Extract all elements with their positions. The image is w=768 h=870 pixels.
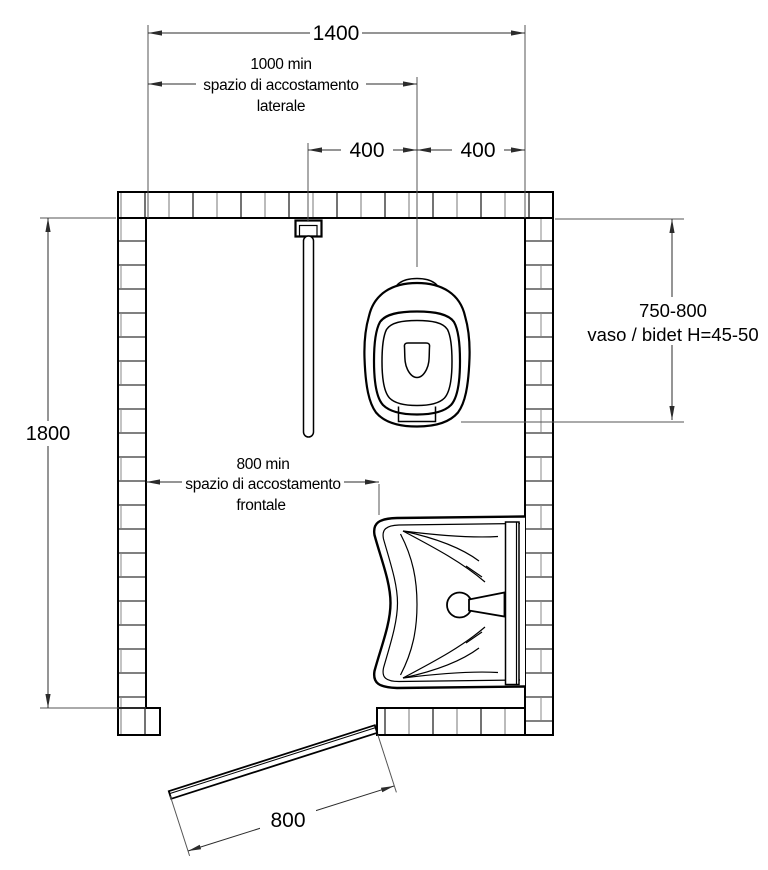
arrow — [146, 479, 160, 485]
dim-wc-depth-value: 750-800 — [639, 300, 707, 321]
washbasin-back-edge — [504, 521, 520, 686]
arrow — [380, 786, 394, 793]
washbasin-basin-top-edge — [402, 530, 499, 538]
dim-400-left-label: 400 — [349, 139, 384, 162]
washbasin — [372, 515, 526, 690]
washbasin-rim — [382, 522, 521, 683]
dim-400-right-label: 400 — [460, 139, 495, 162]
wall-bottom-left-stub — [117, 707, 161, 736]
grab-bar-rail — [302, 235, 315, 438]
label-backings — [26, 23, 748, 832]
washbasin-basin-slope-bottom — [402, 647, 480, 679]
wall-right — [524, 217, 554, 736]
dim-frontal-label2: frontale — [236, 497, 285, 514]
arrow — [148, 81, 162, 87]
arrow — [403, 147, 417, 153]
dim-wc-depth-note: vaso / bidet H=45-50 — [587, 324, 758, 345]
dim-frontal-value: 800 min — [236, 456, 289, 473]
wall-top — [117, 191, 554, 219]
arrow — [669, 219, 675, 233]
door-leaf-inner-line — [169, 727, 376, 795]
arrow — [669, 406, 675, 420]
dim-frontal-label1: spazio di accostamento — [185, 476, 340, 493]
dim-lateral-label2: laterale — [257, 98, 305, 115]
wall-bottom-right — [376, 707, 526, 736]
grab-bar — [294, 219, 323, 438]
washbasin-accent-bottom — [465, 631, 483, 644]
door — [167, 724, 379, 800]
toilet — [363, 277, 471, 428]
arrow — [365, 479, 379, 485]
washbasin-basin-diagonal-top — [402, 530, 486, 583]
arrow — [308, 147, 322, 153]
toilet-seat-inner — [381, 319, 453, 407]
dim-total-width-label: 1400 — [313, 22, 360, 45]
arrow — [511, 147, 525, 153]
labels: 1400 1000 min spazio di accostamento lat… — [26, 22, 759, 832]
wall-left — [117, 217, 147, 709]
ext-door-left — [169, 796, 191, 857]
washbasin-basin-bottom-edge — [402, 671, 499, 679]
arrow — [403, 81, 417, 87]
dim-door-width-label: 800 — [270, 809, 305, 832]
ext-door-right — [377, 734, 397, 793]
dimension-arrows — [45, 30, 675, 851]
arrow — [417, 147, 431, 153]
arrow — [188, 844, 202, 851]
washbasin-basin-diagonal-bottom — [402, 626, 486, 679]
toilet-drain — [403, 342, 431, 379]
washbasin-basin-slope-top — [402, 530, 480, 562]
dim-lateral-label1: spazio di accostamento — [203, 77, 358, 94]
washbasin-front-curve — [399, 533, 418, 676]
door-leaf — [167, 724, 379, 800]
arrow — [45, 694, 51, 708]
dim-lateral-value: 1000 min — [250, 56, 311, 73]
washbasin-accent-top — [465, 565, 483, 578]
toilet-foot — [397, 406, 437, 423]
extension-lines — [40, 25, 684, 857]
dim-total-depth-label: 1800 — [26, 423, 71, 445]
walls — [117, 191, 554, 736]
arrow — [45, 218, 51, 232]
arrow — [511, 30, 525, 36]
arrow — [148, 30, 162, 36]
faucet-lever — [468, 591, 506, 618]
